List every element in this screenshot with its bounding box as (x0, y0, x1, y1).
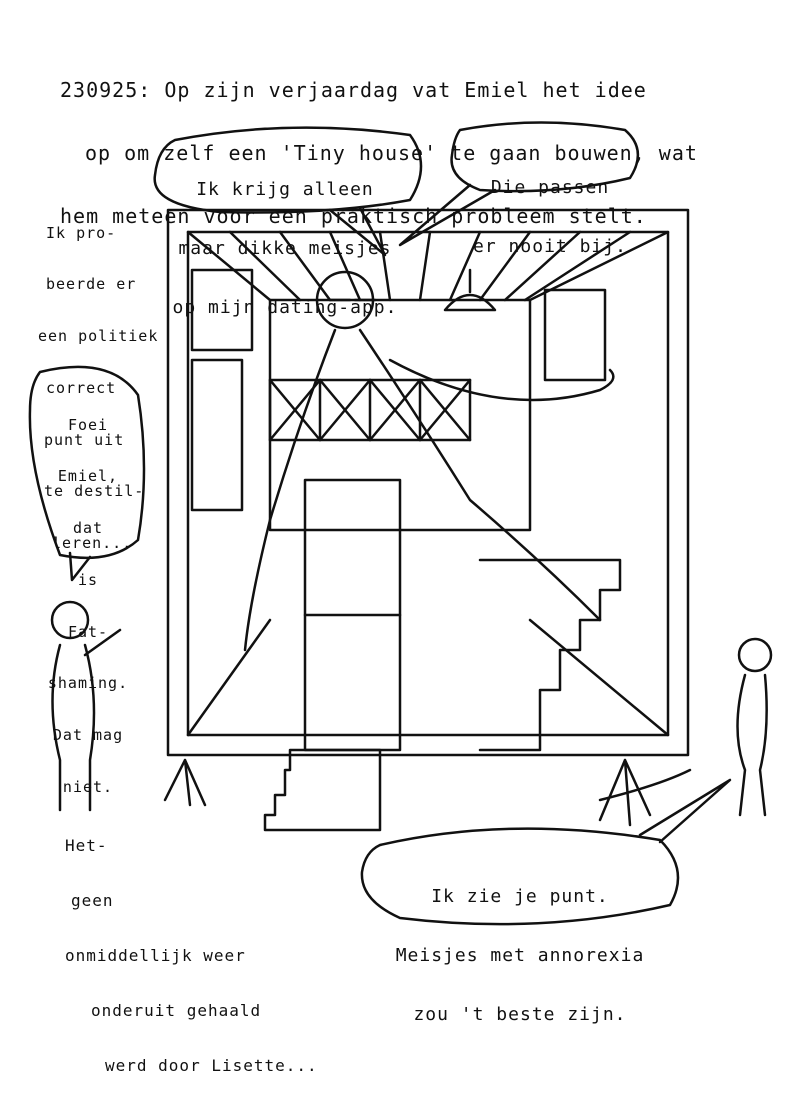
comic-caption: 230925: Op zijn verjaardag vat Emiel het… (60, 38, 698, 248)
bubble-fit-text: Die passen er nooit bij. (465, 138, 635, 277)
bubble-lisette-line-1: Foei (67, 415, 109, 434)
ceiling-lamp (443, 268, 497, 312)
comic-illustration (28, 121, 773, 926)
bubble-reply-line-1: Ik zie je punt. (431, 885, 609, 907)
narration-left-line-1: Ik pro- (46, 223, 117, 242)
narration-left-line-7: leren... (52, 534, 133, 552)
bubble-tail-emiel (328, 206, 387, 257)
bubble-tail-lisette (68, 551, 92, 582)
speech-bubble-lisette (28, 365, 146, 560)
window-right (543, 288, 607, 382)
bubble-fit-line-1: Die passen (490, 176, 610, 198)
lisette-body (51, 628, 122, 812)
bubble-lisette-line-6: shaming. (47, 674, 129, 693)
bubble-tail-reply (638, 778, 732, 844)
bubble-reply-text: Ik zie je punt. Meisjes met annorexia zo… (370, 847, 670, 1045)
lisette-head (50, 600, 90, 640)
narration-bottom-line-4: onderuit gehaald (91, 1001, 262, 1021)
tiny-house-frame (166, 208, 690, 757)
window-left-lower (190, 358, 244, 512)
narration-left-line-2: beerde er (46, 275, 137, 294)
bubble-lisette-line-7: Dat mag (52, 726, 124, 744)
bubble-reply-line-3: zou 't beste zijn. (413, 1004, 627, 1026)
bubble-emiel-line-2: maar dikke meisjes (178, 237, 392, 259)
bubble-emiel-text: Ik krijg alleen maar dikke meisjes op mi… (165, 140, 405, 338)
bubble-lisette-line-4: is (77, 570, 99, 589)
narration-left-line-3: een politiek (38, 327, 159, 345)
bubble-tail-fit (398, 183, 497, 247)
bubble-lisette-text: Foei Emiel, dat is Fat- shaming. Dat mag… (38, 382, 138, 813)
bubble-fit-line-2: er nooit bij. (473, 235, 627, 257)
narration-bottom-line-3: onmiddellijk weer (65, 946, 246, 966)
narration-bottom-line-2: geen (71, 890, 114, 910)
bubble-lisette-line-5: Fat- (67, 622, 109, 641)
exterior-steps (263, 748, 382, 832)
bubble-emiel-line-3: op mijn dating-app. (172, 297, 398, 319)
narration-bottom: Het- geen onmiddellijk weer onderuit geh… (65, 800, 318, 1094)
speech-bubble-emiel (153, 126, 423, 214)
narration-left-line-5: punt uit (44, 430, 125, 449)
narration-left-line-6: te destil- (44, 482, 145, 501)
man-head (737, 637, 773, 673)
emiel-body (243, 328, 602, 652)
man-body (736, 673, 768, 817)
bubble-lisette-line-2: Emiel, (57, 467, 119, 486)
caption-line-1: 230925: Op zijn verjaardag vat Emiel het… (60, 78, 647, 102)
bubble-reply-line-2: Meisjes met annorexia (395, 944, 645, 966)
narration-bottom-line-1: Het- (65, 835, 108, 855)
narration-left-line-4: correct (46, 378, 117, 397)
caption-line-3: hem meteen voor een praktisch probleem s… (60, 204, 647, 228)
speech-bubble-fit (450, 121, 639, 193)
narration-left: Ik pro- beerde er een politiek correct p… (38, 190, 158, 570)
bubble-lisette-line-8: niet. (62, 777, 114, 796)
speech-bubble-reply (360, 827, 680, 926)
window-left (190, 268, 254, 352)
caption-line-2: op om zelf een 'Tiny house' te gaan bouw… (85, 141, 698, 165)
interior-stairs (478, 558, 622, 752)
bubble-lisette-line-3: dat (72, 519, 104, 537)
bubble-emiel-line-1: Ik krijg alleen (196, 178, 374, 200)
narration-bottom-line-5: werd door Lisette... (105, 1056, 318, 1076)
